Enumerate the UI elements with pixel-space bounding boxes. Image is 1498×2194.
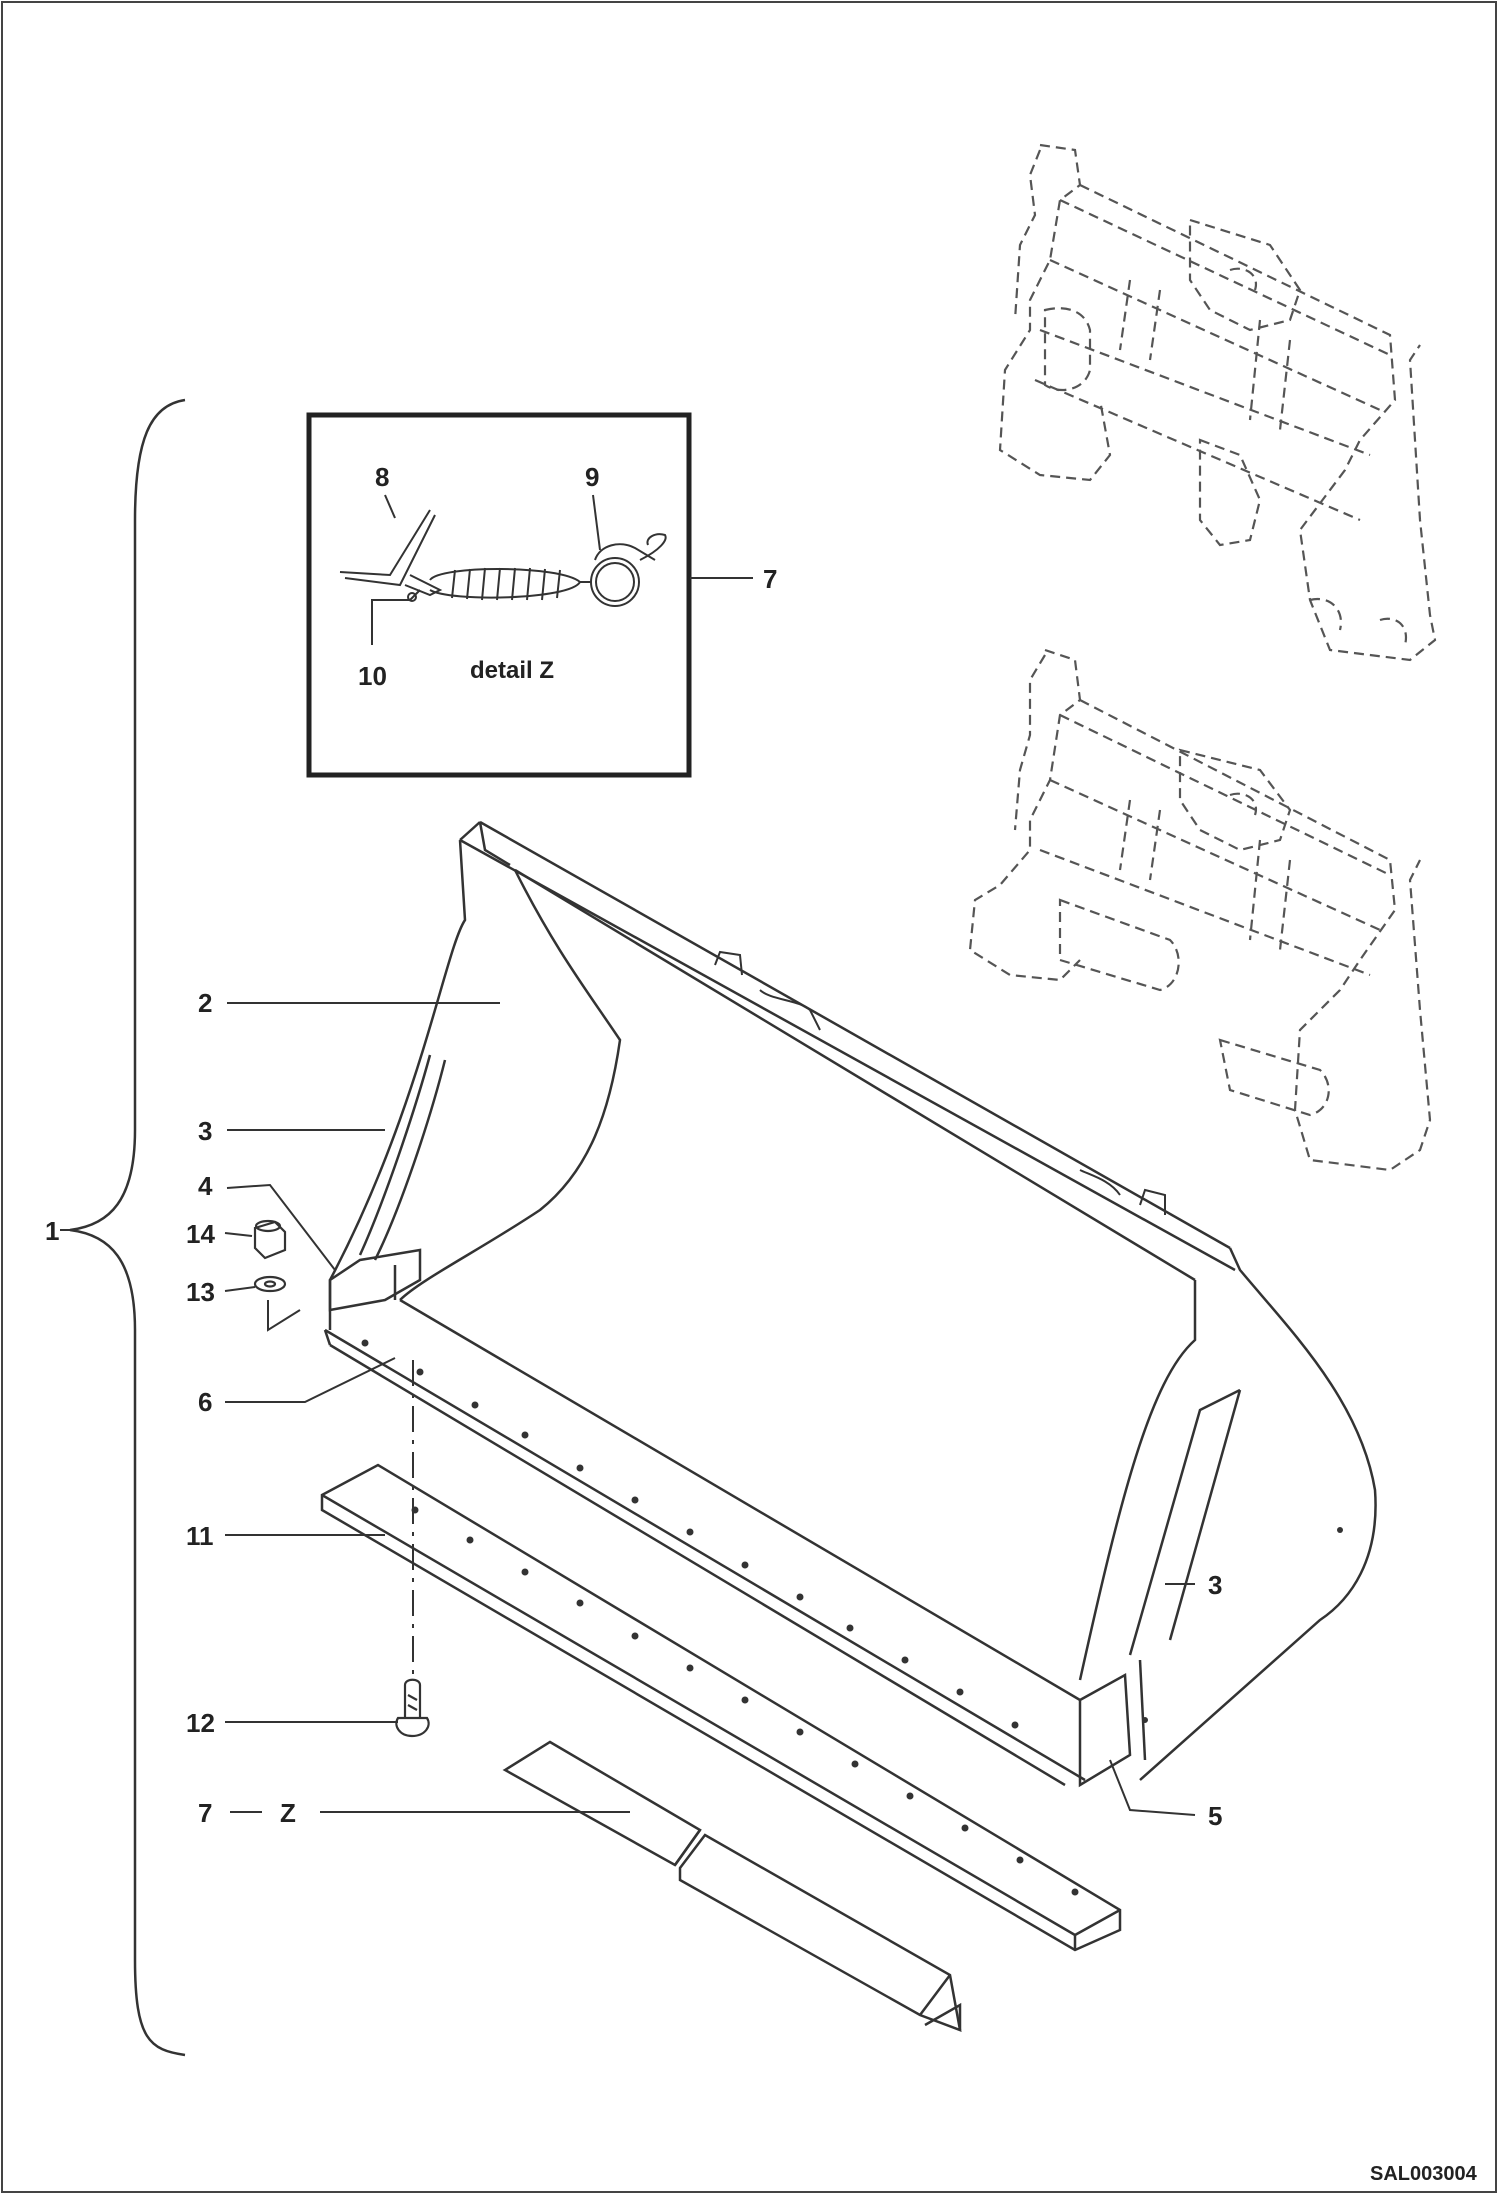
label-11: 11 xyxy=(186,1521,214,1551)
quick-coupler-lower xyxy=(968,648,1432,1172)
leader-lines xyxy=(60,494,1196,1816)
cutting-edge xyxy=(320,1463,1122,1952)
label-10: 10 xyxy=(358,661,387,691)
detail-z-tensioner xyxy=(339,509,667,607)
assembly-brace xyxy=(69,398,186,2057)
label-1: 1 xyxy=(45,1216,59,1246)
bucket-body xyxy=(323,820,1377,1788)
label-13: 13 xyxy=(186,1277,215,1307)
detail-title: detail Z xyxy=(470,657,554,684)
detail-box xyxy=(306,412,692,778)
label-12: 12 xyxy=(186,1708,215,1738)
drawing-code: SAL003004 xyxy=(1370,2163,1478,2185)
label-7-lower: 7 xyxy=(198,1798,212,1828)
lip-bolt-holes xyxy=(361,1339,1343,1729)
quick-coupler-upper xyxy=(998,143,1437,662)
label-3-left: 3 xyxy=(198,1116,212,1146)
fastener-parts xyxy=(253,1219,430,1738)
label-6: 6 xyxy=(198,1387,212,1417)
label-14: 14 xyxy=(186,1219,215,1249)
label-8: 8 xyxy=(375,462,389,492)
label-2: 2 xyxy=(198,988,212,1018)
label-9: 9 xyxy=(585,462,599,492)
edge-protector xyxy=(502,1740,962,2032)
label-z: Z xyxy=(280,1798,296,1828)
label-3-right: 3 xyxy=(1208,1570,1222,1600)
washer-leader xyxy=(267,1300,301,1332)
label-5: 5 xyxy=(1208,1801,1222,1831)
label-7-detail: 7 xyxy=(763,564,777,594)
bucket-mount-brackets xyxy=(714,950,1166,1215)
label-4: 4 xyxy=(198,1171,213,1201)
